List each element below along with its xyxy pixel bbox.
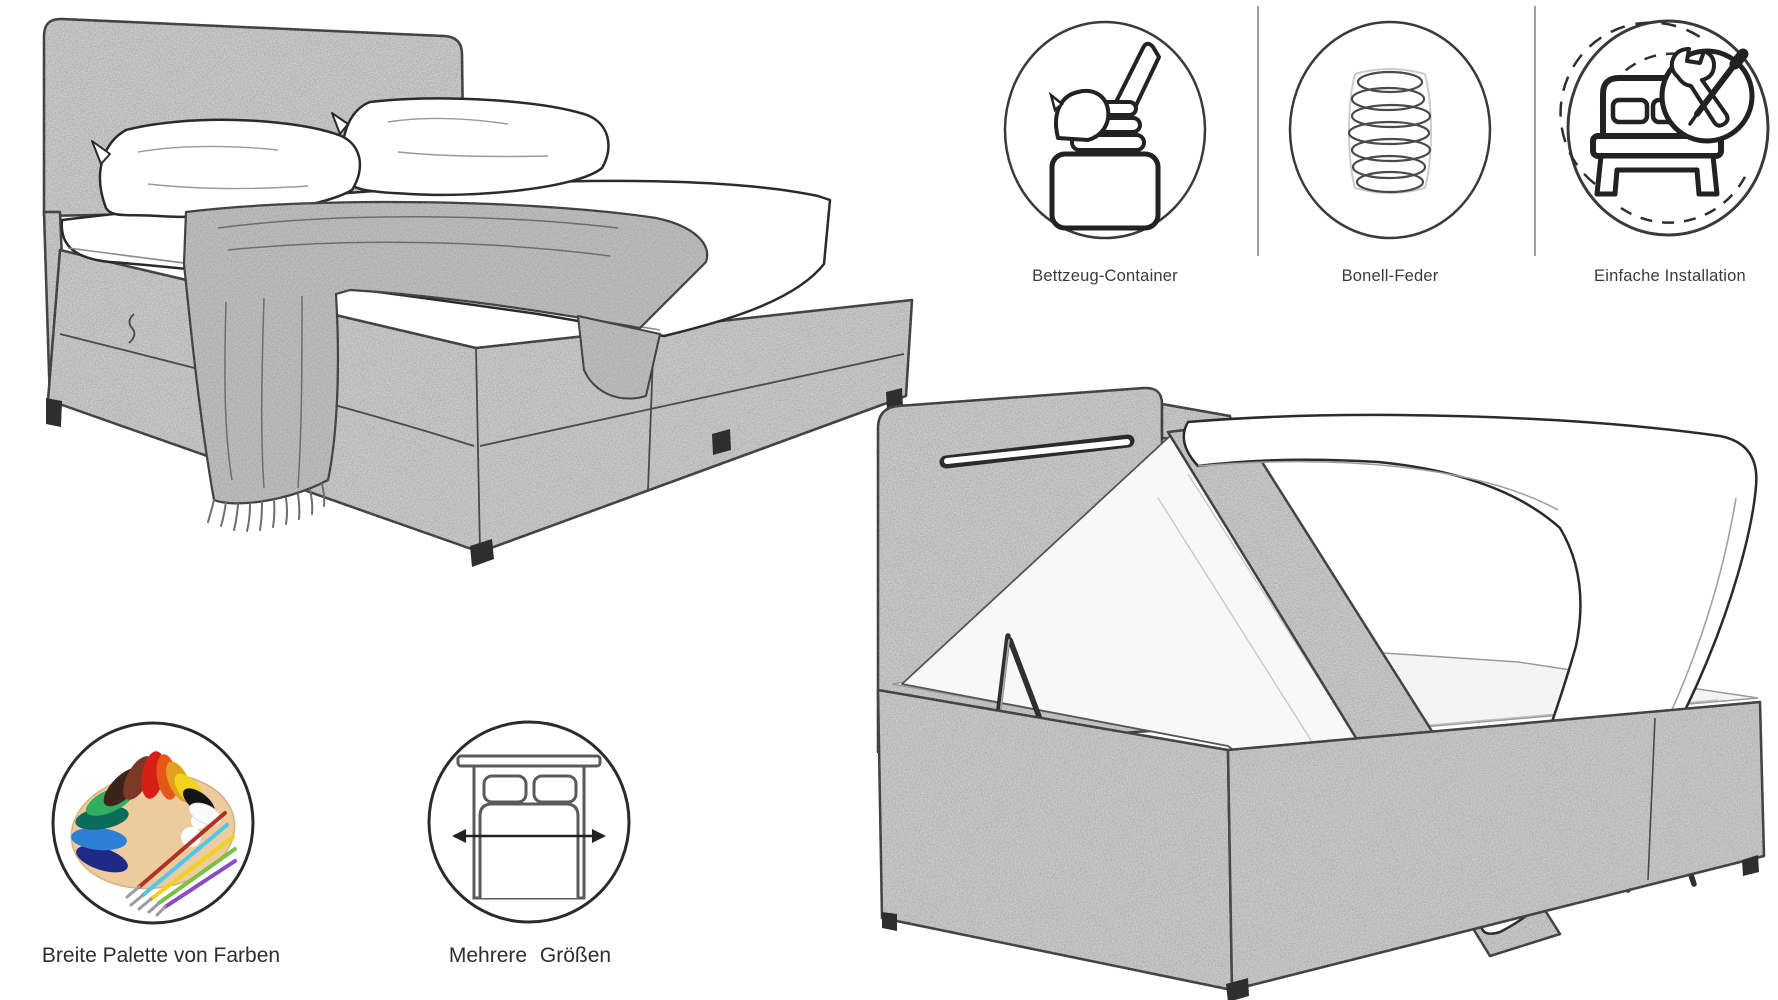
feature-label-color-palette: Breite Palette von Farben (41, 944, 281, 967)
bed1-blanket-fringe (207, 483, 326, 532)
boxspring-bed-sketch (42, 17, 914, 567)
paint-strokes (71, 751, 222, 873)
multiple-sizes-icon (427, 720, 631, 924)
bedding-container-icon (1003, 20, 1207, 240)
bed1-pillow-left (98, 118, 362, 219)
bonell-spring-icon (1288, 20, 1492, 240)
screwdriver-glyph (1688, 48, 1749, 126)
wrench-glyph (1669, 47, 1730, 128)
bed1-pillow-creases (137, 117, 549, 190)
bed2-led-slot-inner (944, 439, 1130, 464)
color-palette-icon (51, 721, 255, 925)
bed1-blanket-folds (217, 215, 619, 489)
bed1-pillow-right (341, 97, 610, 197)
bed1-feet (46, 388, 903, 567)
bed2-base-seams (1227, 717, 1656, 991)
feature-label-bedding-container: Bettzeug-Container (1032, 267, 1178, 285)
width-arrow (452, 829, 606, 843)
bed2-feet (882, 855, 1759, 1000)
feature-divider-1 (1257, 6, 1259, 256)
easy-installation-icon (1559, 19, 1770, 237)
feature-label-multiple-sizes: Mehrere Größen (448, 944, 612, 967)
bed2-base (876, 688, 1766, 992)
storage-bed-open-sketch (876, 386, 1766, 1000)
bed1-pillows (91, 97, 610, 219)
feature-divider-2 (1534, 6, 1536, 256)
paint-brushes (125, 811, 237, 917)
feature-label-easy-installation: Einfache Installation (1594, 267, 1746, 285)
bed1-blanket (182, 200, 709, 505)
feature-label-bonell-spring: Bonell-Feder (1341, 267, 1439, 285)
